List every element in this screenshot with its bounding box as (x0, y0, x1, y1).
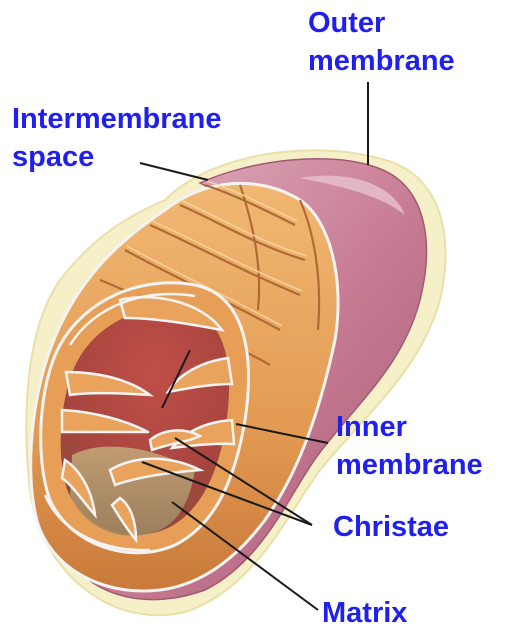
label-inner-membrane-line1: Inner (336, 411, 407, 443)
leader-intermembrane-space (140, 163, 208, 180)
label-matrix: Matrix (322, 597, 407, 629)
label-outer-membrane-line2: membrane (308, 45, 455, 77)
label-cristae: Christae (333, 511, 449, 543)
label-outer-membrane-line1: Outer (308, 7, 385, 39)
label-inner-membrane-line2: membrane (336, 449, 483, 481)
label-intermembrane-line1: Intermembrane (12, 103, 222, 135)
label-intermembrane-line2: space (12, 141, 94, 173)
